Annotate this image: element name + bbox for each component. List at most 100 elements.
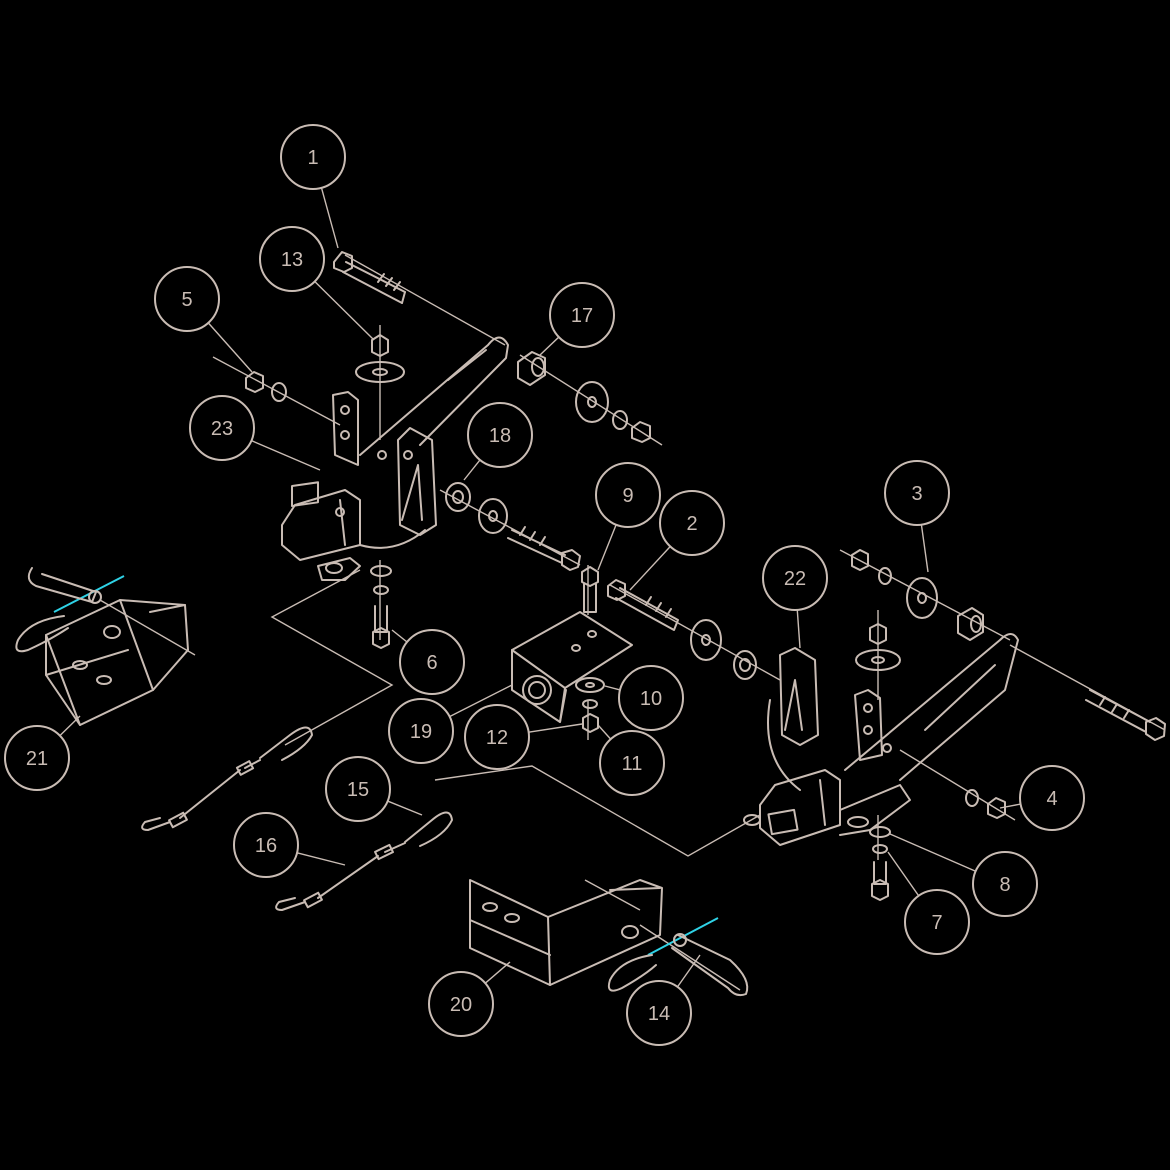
callout-6: 6	[399, 629, 465, 695]
part-13-nut-washer	[355, 334, 405, 383]
part-18-spacer-assembly	[445, 482, 581, 571]
callout-12: 12	[464, 704, 530, 770]
part-3-hardware	[851, 549, 984, 641]
part-22-top-hardware	[855, 623, 901, 671]
callout-circle-3	[884, 460, 950, 526]
callout-9: 9	[595, 462, 661, 528]
callout-18: 18	[467, 402, 533, 468]
callout-circle-23	[189, 395, 255, 461]
part-19-mount-plate	[511, 611, 633, 723]
leader-line-2	[629, 546, 671, 591]
leader-line-9	[597, 524, 617, 571]
callout-19: 19	[388, 698, 454, 764]
leader-line-17	[539, 336, 560, 356]
assembly-axis-lines	[99, 254, 1166, 991]
callout-label-4: 4	[1046, 788, 1057, 810]
callout-circle-22	[762, 545, 828, 611]
callout-22: 22	[762, 545, 828, 611]
callout-2: 2	[659, 490, 725, 556]
leader-line-3	[920, 524, 929, 573]
callout-label-11: 11	[622, 753, 643, 775]
callout-circle-21	[4, 725, 70, 791]
leader-line-12	[528, 723, 583, 733]
leader-line-15	[387, 800, 423, 816]
right-long-bolt	[1085, 689, 1166, 741]
callout-label-1: 1	[307, 147, 318, 169]
part-6-bolt-washers	[370, 565, 392, 649]
leader-line-7	[887, 851, 920, 897]
leader-line-19	[449, 684, 513, 718]
callout-label-21: 21	[26, 748, 48, 770]
leader-line-11	[597, 724, 612, 740]
callout-circle-5	[154, 266, 220, 332]
leader-line-1	[320, 187, 339, 249]
callout-circle-17	[549, 282, 615, 348]
callout-circle-15	[325, 756, 391, 822]
callout-circle-12	[464, 704, 530, 770]
leader-line-4	[999, 803, 1021, 809]
leader-line-18	[463, 459, 481, 481]
callout-label-22: 22	[784, 568, 806, 590]
part-22-right-hitch-bracket	[743, 633, 1019, 846]
callout-circle-13	[259, 226, 325, 292]
callout-label-18: 18	[489, 425, 511, 447]
leader-line-16	[296, 852, 346, 866]
callout-label-6: 6	[426, 652, 437, 674]
part-23-left-hitch-bracket	[281, 336, 509, 581]
callout-circle-16	[233, 812, 299, 878]
callout-1: 1	[280, 124, 346, 190]
callout-11: 11	[599, 730, 665, 796]
part-1-long-bolt	[333, 251, 406, 304]
callout-label-12: 12	[486, 727, 508, 749]
callout-label-13: 13	[281, 249, 303, 271]
leader-line-8	[889, 833, 976, 872]
callout-5: 5	[154, 266, 220, 332]
callout-3: 3	[884, 460, 950, 526]
part-21-left-receiver	[15, 567, 189, 726]
callout-label-15: 15	[347, 779, 369, 801]
part-17-spacer-assembly	[517, 351, 651, 443]
part-5-nut-washer	[245, 371, 287, 402]
callout-label-8: 8	[999, 874, 1010, 896]
callout-circle-6	[399, 629, 465, 695]
safety-cables	[141, 726, 453, 911]
callout-7: 7	[904, 889, 970, 955]
callout-15: 15	[325, 756, 391, 822]
part-4-washer-nut	[965, 789, 1006, 819]
leader-lines	[59, 187, 1021, 988]
leader-line-13	[314, 280, 375, 341]
callout-label-19: 19	[410, 721, 432, 743]
leader-line-5	[207, 322, 253, 373]
callout-8: 8	[972, 851, 1038, 917]
callout-circle-11	[599, 730, 665, 796]
leader-line-22	[796, 609, 801, 649]
part-14-pin-clip	[607, 933, 749, 997]
callout-circle-7	[904, 889, 970, 955]
callout-circle-14	[626, 980, 692, 1046]
callout-circle-20	[428, 971, 494, 1037]
part-20-right-receiver	[469, 879, 663, 986]
callout-4: 4	[1019, 765, 1085, 831]
callout-circle-18	[467, 402, 533, 468]
callout-circle-10	[618, 665, 684, 731]
part-2-bolt-assembly	[607, 579, 757, 680]
leader-line-14	[676, 954, 701, 988]
callout-10: 10	[618, 665, 684, 731]
part-7-8-hardware	[869, 826, 891, 901]
callout-14: 14	[626, 980, 692, 1046]
callout-13: 13	[259, 226, 325, 292]
callout-label-14: 14	[648, 1003, 670, 1025]
callout-label-17: 17	[571, 305, 593, 327]
callout-23: 23	[189, 395, 255, 461]
leader-line-6	[391, 629, 408, 643]
callout-label-20: 20	[450, 994, 472, 1016]
callout-circle-9	[595, 462, 661, 528]
callout-label-3: 3	[911, 483, 922, 505]
callout-21: 21	[4, 725, 70, 791]
callout-label-23: 23	[211, 418, 233, 440]
callout-circle-8	[972, 851, 1038, 917]
callout-circle-4	[1019, 765, 1085, 831]
callout-20: 20	[428, 971, 494, 1037]
leader-line-23	[251, 439, 321, 471]
